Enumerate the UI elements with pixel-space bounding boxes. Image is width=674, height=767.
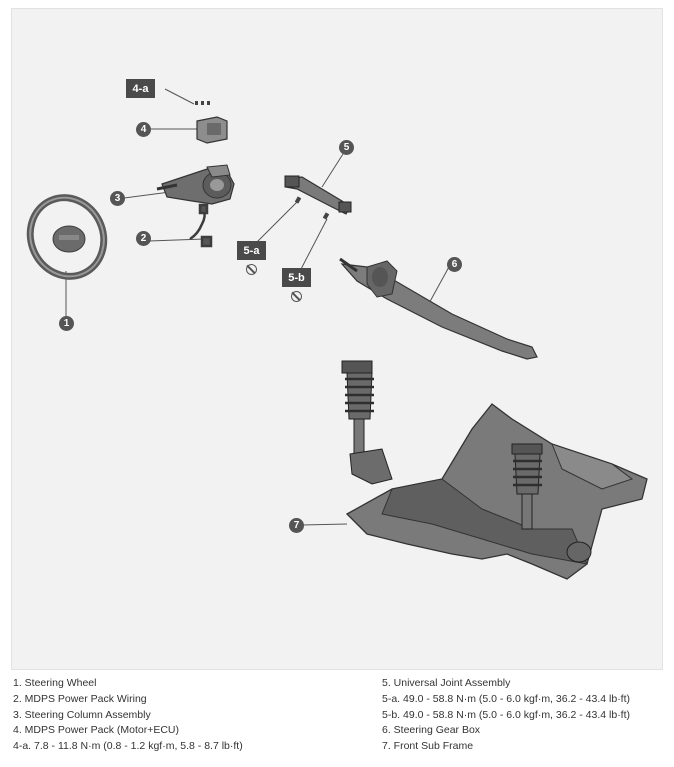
prohibit-icon (246, 264, 257, 275)
callout-5: 5 (339, 140, 354, 155)
prohibit-icon (291, 291, 302, 302)
power-pack-drawing (196, 116, 228, 144)
legend-item: 7. Front Sub Frame (382, 740, 474, 753)
legend-item: 4. MDPS Power Pack (Motor+ECU) (13, 724, 180, 737)
steering-column-drawing (156, 164, 235, 205)
callout-7: 7 (289, 518, 304, 533)
bolt-5a-drawing (294, 196, 302, 204)
callout-3: 3 (110, 191, 125, 206)
callout-4: 4 (136, 122, 151, 137)
steering-wheel-drawing (26, 194, 108, 280)
left-strut-drawing (341, 360, 393, 485)
tag-5a: 5-a (237, 241, 266, 260)
legend-item: 2. MDPS Power Pack Wiring (13, 692, 147, 705)
legend-item: 1. Steering Wheel (13, 677, 97, 689)
steering-gear-box-drawing (339, 257, 538, 360)
legend-item: 4-a. 7.8 - 11.8 N·m (0.8 - 1.2 kgf·m, 5.… (13, 740, 243, 753)
callout-1: 1 (59, 316, 74, 331)
exploded-diagram: 1 2 3 4 5 6 7 4-a 5-a 5-b (11, 8, 663, 670)
bolts-4a-drawing (195, 101, 210, 105)
right-strut-drawing (511, 443, 592, 563)
callout-6: 6 (447, 257, 462, 272)
legend-item: 5-a. 49.0 - 58.8 N·m (5.0 - 6.0 kgf·m, 3… (382, 692, 631, 705)
tag-4a: 4-a (126, 79, 155, 98)
power-pack-wiring-drawing (189, 203, 213, 248)
legend-item: 5-b. 49.0 - 58.8 N·m (5.0 - 6.0 kgf·m, 3… (382, 708, 631, 721)
legend-item: 3. Steering Column Assembly (13, 708, 151, 721)
tag-5b: 5-b (282, 268, 311, 287)
universal-joint-drawing (284, 175, 352, 215)
legend-left: 1. Steering Wheel 2. MDPS Power Pack Wir… (13, 676, 243, 755)
diagram-drawing (26, 88, 648, 580)
callout-2: 2 (136, 231, 151, 246)
bolt-5b-drawing (322, 212, 330, 220)
legend-item: 6. Steering Gear Box (382, 724, 481, 737)
legend-right: 5. Universal Joint Assembly 5-a. 49.0 - … (382, 676, 630, 755)
legend-item: 5. Universal Joint Assembly (382, 677, 511, 689)
front-sub-frame-drawing (341, 360, 648, 580)
